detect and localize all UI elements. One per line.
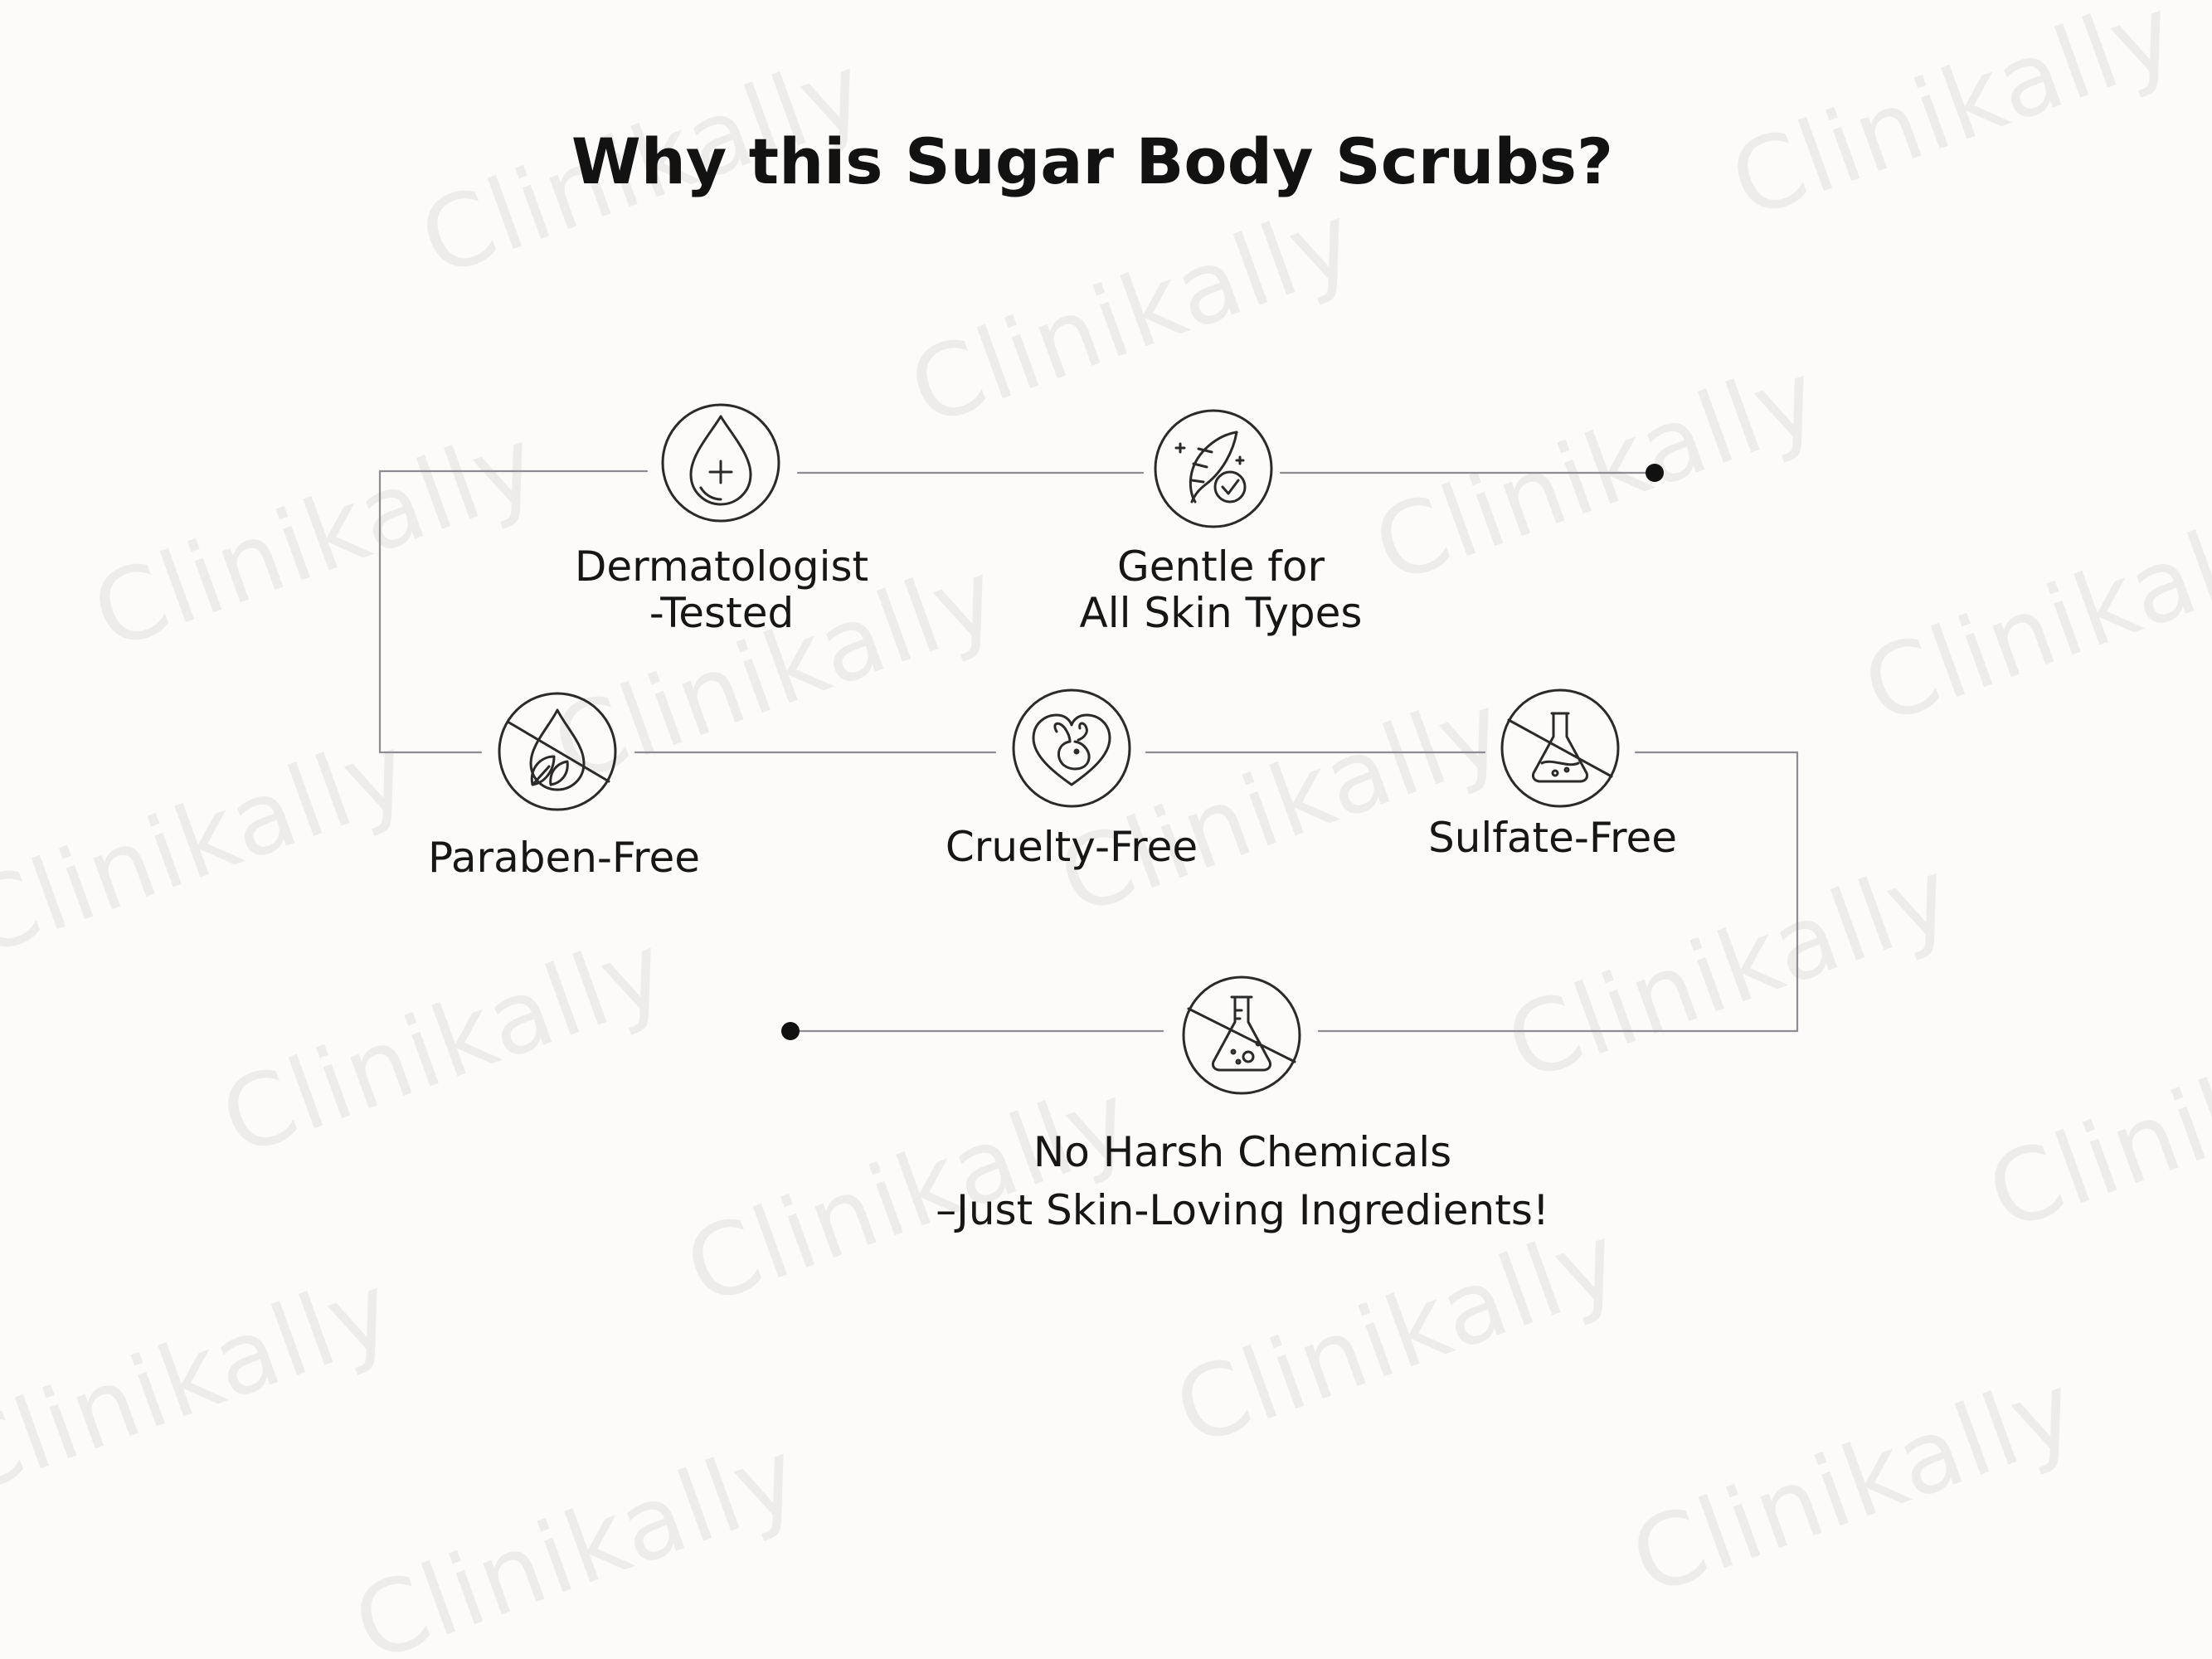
- feature-label-no-harsh-chemicals: No Harsh Chemicals –Just Skin-Loving Ing…: [936, 1123, 1549, 1239]
- connector-lines: [378, 469, 1799, 1033]
- feature-label-cruelty-free: Cruelty-Free: [946, 824, 1198, 870]
- feature-label-line: All Skin Types: [1079, 589, 1363, 637]
- feature-label-sulfate-free: Sulfate-Free: [1428, 815, 1677, 861]
- feature-label-paraben-free: Paraben-Free: [428, 834, 700, 881]
- feather-check-icon: [1154, 409, 1273, 528]
- feature-label-line: Sulfate-Free: [1427, 814, 1678, 862]
- feature-label-line: Cruelty-Free: [945, 823, 1198, 871]
- feature-label-line: Dermatologist: [574, 542, 869, 591]
- flask-crossed-icon: [1500, 688, 1620, 808]
- feature-label-line: -Tested: [649, 589, 795, 637]
- page-title: Why this Sugar Body Scrubs?: [571, 124, 1614, 198]
- path-end-dot: [1646, 464, 1664, 482]
- drop-leaf-crossed-icon: [498, 692, 617, 811]
- flask-bubbles-crossed-icon: [1182, 975, 1301, 1095]
- drop-plus-icon: [661, 403, 780, 523]
- feature-label-line: Paraben-Free: [427, 834, 701, 882]
- heart-rabbit-icon: [1012, 688, 1131, 808]
- feature-label-line: Gentle for: [1116, 542, 1325, 591]
- feature-label-line: –Just Skin-Loving Ingredients!: [936, 1186, 1549, 1234]
- feature-label-gentle: Gentle for All Skin Types: [1080, 543, 1363, 636]
- path-start-dot: [781, 1022, 800, 1040]
- feature-label-dermatologist-tested: Dermatologist -Tested: [575, 543, 868, 636]
- feature-label-line: No Harsh Chemicals: [1033, 1128, 1452, 1176]
